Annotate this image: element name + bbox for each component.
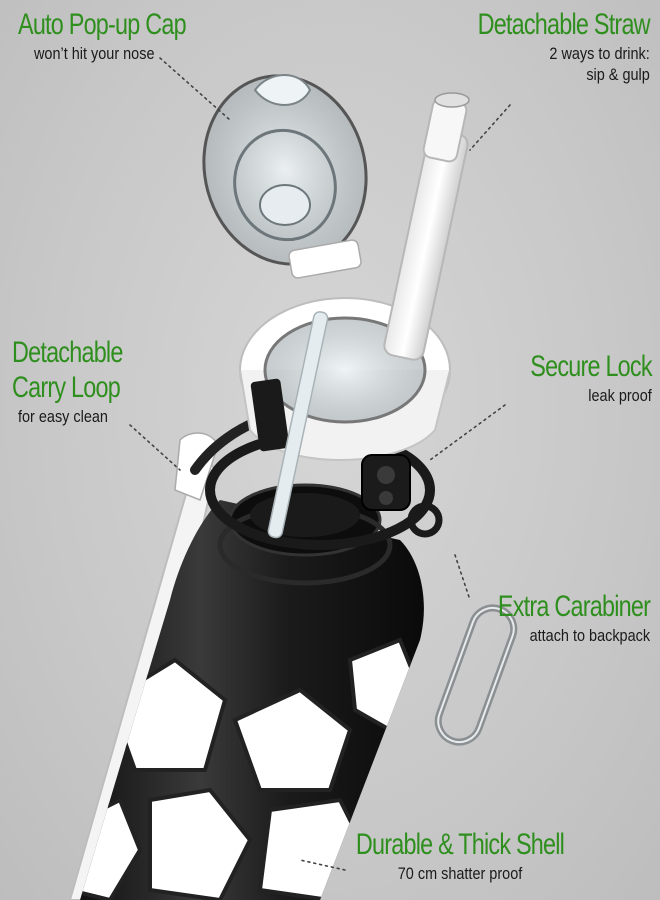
leader-lines	[129, 57, 511, 871]
callout-title: Detachable Straw	[477, 8, 651, 41]
callout-detachable-straw: Detachable Straw 2 ways to drink: sip & …	[429, 8, 651, 84]
carabiner-icon	[434, 604, 518, 746]
callout-title: Durable & Thick Shell	[355, 828, 565, 861]
callout-detachable-carry-loop: Detachable Carry Loop for easy clean	[12, 336, 154, 427]
callout-subtitle: attach to backpack	[529, 626, 650, 645]
callout-subtitle-line1: 2 ways to drink:	[549, 44, 650, 63]
callout-secure-lock: Secure Lock leak proof	[496, 350, 653, 406]
callout-subtitle: for easy clean	[18, 407, 108, 426]
callout-title-line1: Detachable	[12, 336, 123, 369]
callout-auto-pop-up-cap: Auto Pop-up Cap won’t hit your nose	[18, 8, 233, 64]
straw-icon	[267, 92, 470, 539]
callout-subtitle: leak proof	[588, 386, 652, 405]
callout-subtitle-line2: sip & gulp	[586, 64, 650, 84]
bottle-cap-icon	[202, 74, 368, 279]
callout-subtitle: won’t hit your nose	[34, 44, 155, 63]
callout-title: Extra Carabiner	[497, 590, 651, 623]
callout-title: Auto Pop-up Cap	[18, 8, 187, 41]
callout-title-line2: Carry Loop	[12, 371, 121, 404]
lock-button-icon	[361, 454, 411, 511]
callout-subtitle: 70 cm shatter proof	[397, 864, 523, 883]
callout-extra-carabiner: Extra Carabiner attach to backpack	[455, 590, 651, 646]
callout-durable-thick-shell: Durable & Thick Shell 70 cm shatter proo…	[300, 828, 620, 884]
callout-title: Secure Lock	[530, 350, 653, 383]
